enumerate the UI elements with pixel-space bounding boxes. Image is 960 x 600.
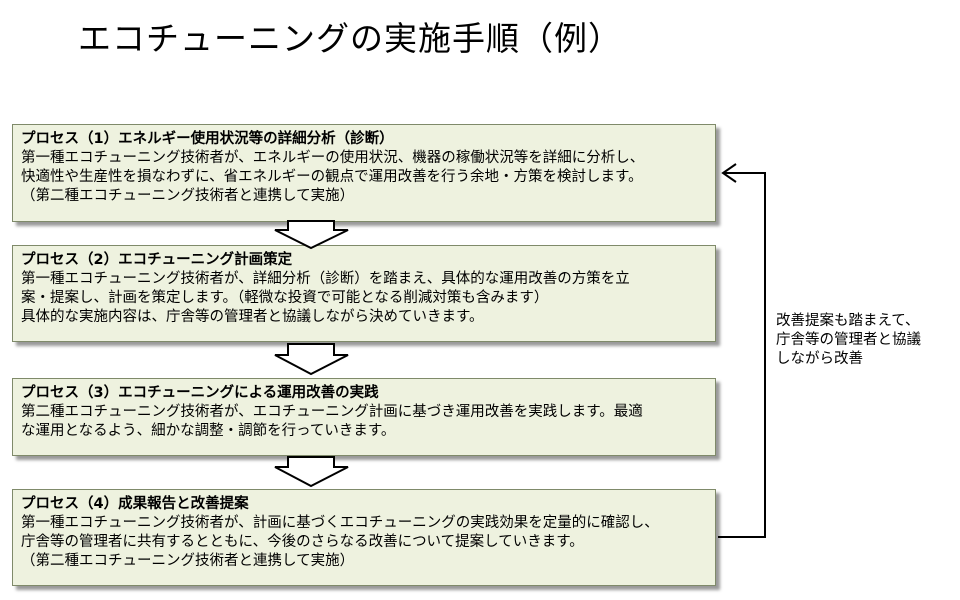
process-step-1: プロセス（1）エネルギー使用状況等の詳細分析（診断） 第一種エコチューニング技術… xyxy=(12,124,716,222)
process-step-text: （第二種エコチューニング技術者と連携して実施） xyxy=(21,553,355,569)
process-step-text: 第二種エコチューニング技術者が、エコチューニング計画に基づき運用改善を実践します… xyxy=(21,404,643,420)
process-step-title: プロセス（1）エネルギー使用状況等の詳細分析（診断） xyxy=(21,131,394,147)
process-step-text: 第一種エコチューニング技術者が、エネルギーの使用状況、機器の稼働状況等を詳細に分… xyxy=(21,150,645,166)
process-step-4: プロセス（4）成果報告と改善提案 第一種エコチューニング技術者が、計画に基づくエ… xyxy=(12,489,716,586)
process-step-2: プロセス（2）エコチューニング計画策定 第一種エコチューニング技術者が、詳細分析… xyxy=(12,245,716,342)
process-step-text: 快適性や生産性を損なわずに、省エネルギーの観点で運用改善を行う余地・方策を検討し… xyxy=(21,169,643,185)
feedback-note-line: 庁舎等の管理者と協議 xyxy=(776,332,921,348)
process-step-text: 第一種エコチューニング技術者が、詳細分析（診断）を踏まえ、具体的な運用改善の方策… xyxy=(21,271,630,287)
process-step-text: 具体的な実施内容は、庁舎等の管理者と協議しながら決めていきます。 xyxy=(21,309,484,325)
process-step-text: （第二種エコチューニング技術者と連携して実施） xyxy=(21,188,355,204)
feedback-note-line: しながら改善 xyxy=(776,351,863,367)
feedback-note-line: 改善提案も踏まえて、 xyxy=(776,313,920,329)
down-arrow-icon xyxy=(274,343,349,376)
page-title: エコチューニングの実施手順（例） xyxy=(78,19,622,58)
process-step-title: プロセス（4）成果報告と改善提案 xyxy=(21,496,249,512)
process-step-text: 案・提案し、計画を策定します。（軽微な投資で可能となる削減対策も含みます） xyxy=(21,290,549,306)
process-step-text: 庁舎等の管理者に共有するとともに、今後のさらなる改善について提案していきます。 xyxy=(21,534,584,550)
process-step-3: プロセス（3）エコチューニングによる運用改善の実践 第二種エコチューニング技術者… xyxy=(12,378,716,456)
down-arrow-icon xyxy=(274,456,349,488)
process-step-text: 第一種エコチューニング技術者が、計画に基づくエコチューニングの実践効果を定量的に… xyxy=(21,515,659,531)
feedback-note: 改善提案も踏まえて、 庁舎等の管理者と協議 しながら改善 xyxy=(776,312,921,369)
process-step-text: な運用となるよう、細かな調整・調節を行っていきます。 xyxy=(21,423,396,439)
down-arrow-icon xyxy=(274,220,349,250)
process-step-title: プロセス（2）エコチューニング計画策定 xyxy=(21,252,293,268)
process-step-title: プロセス（3）エコチューニングによる運用改善の実践 xyxy=(21,385,379,401)
